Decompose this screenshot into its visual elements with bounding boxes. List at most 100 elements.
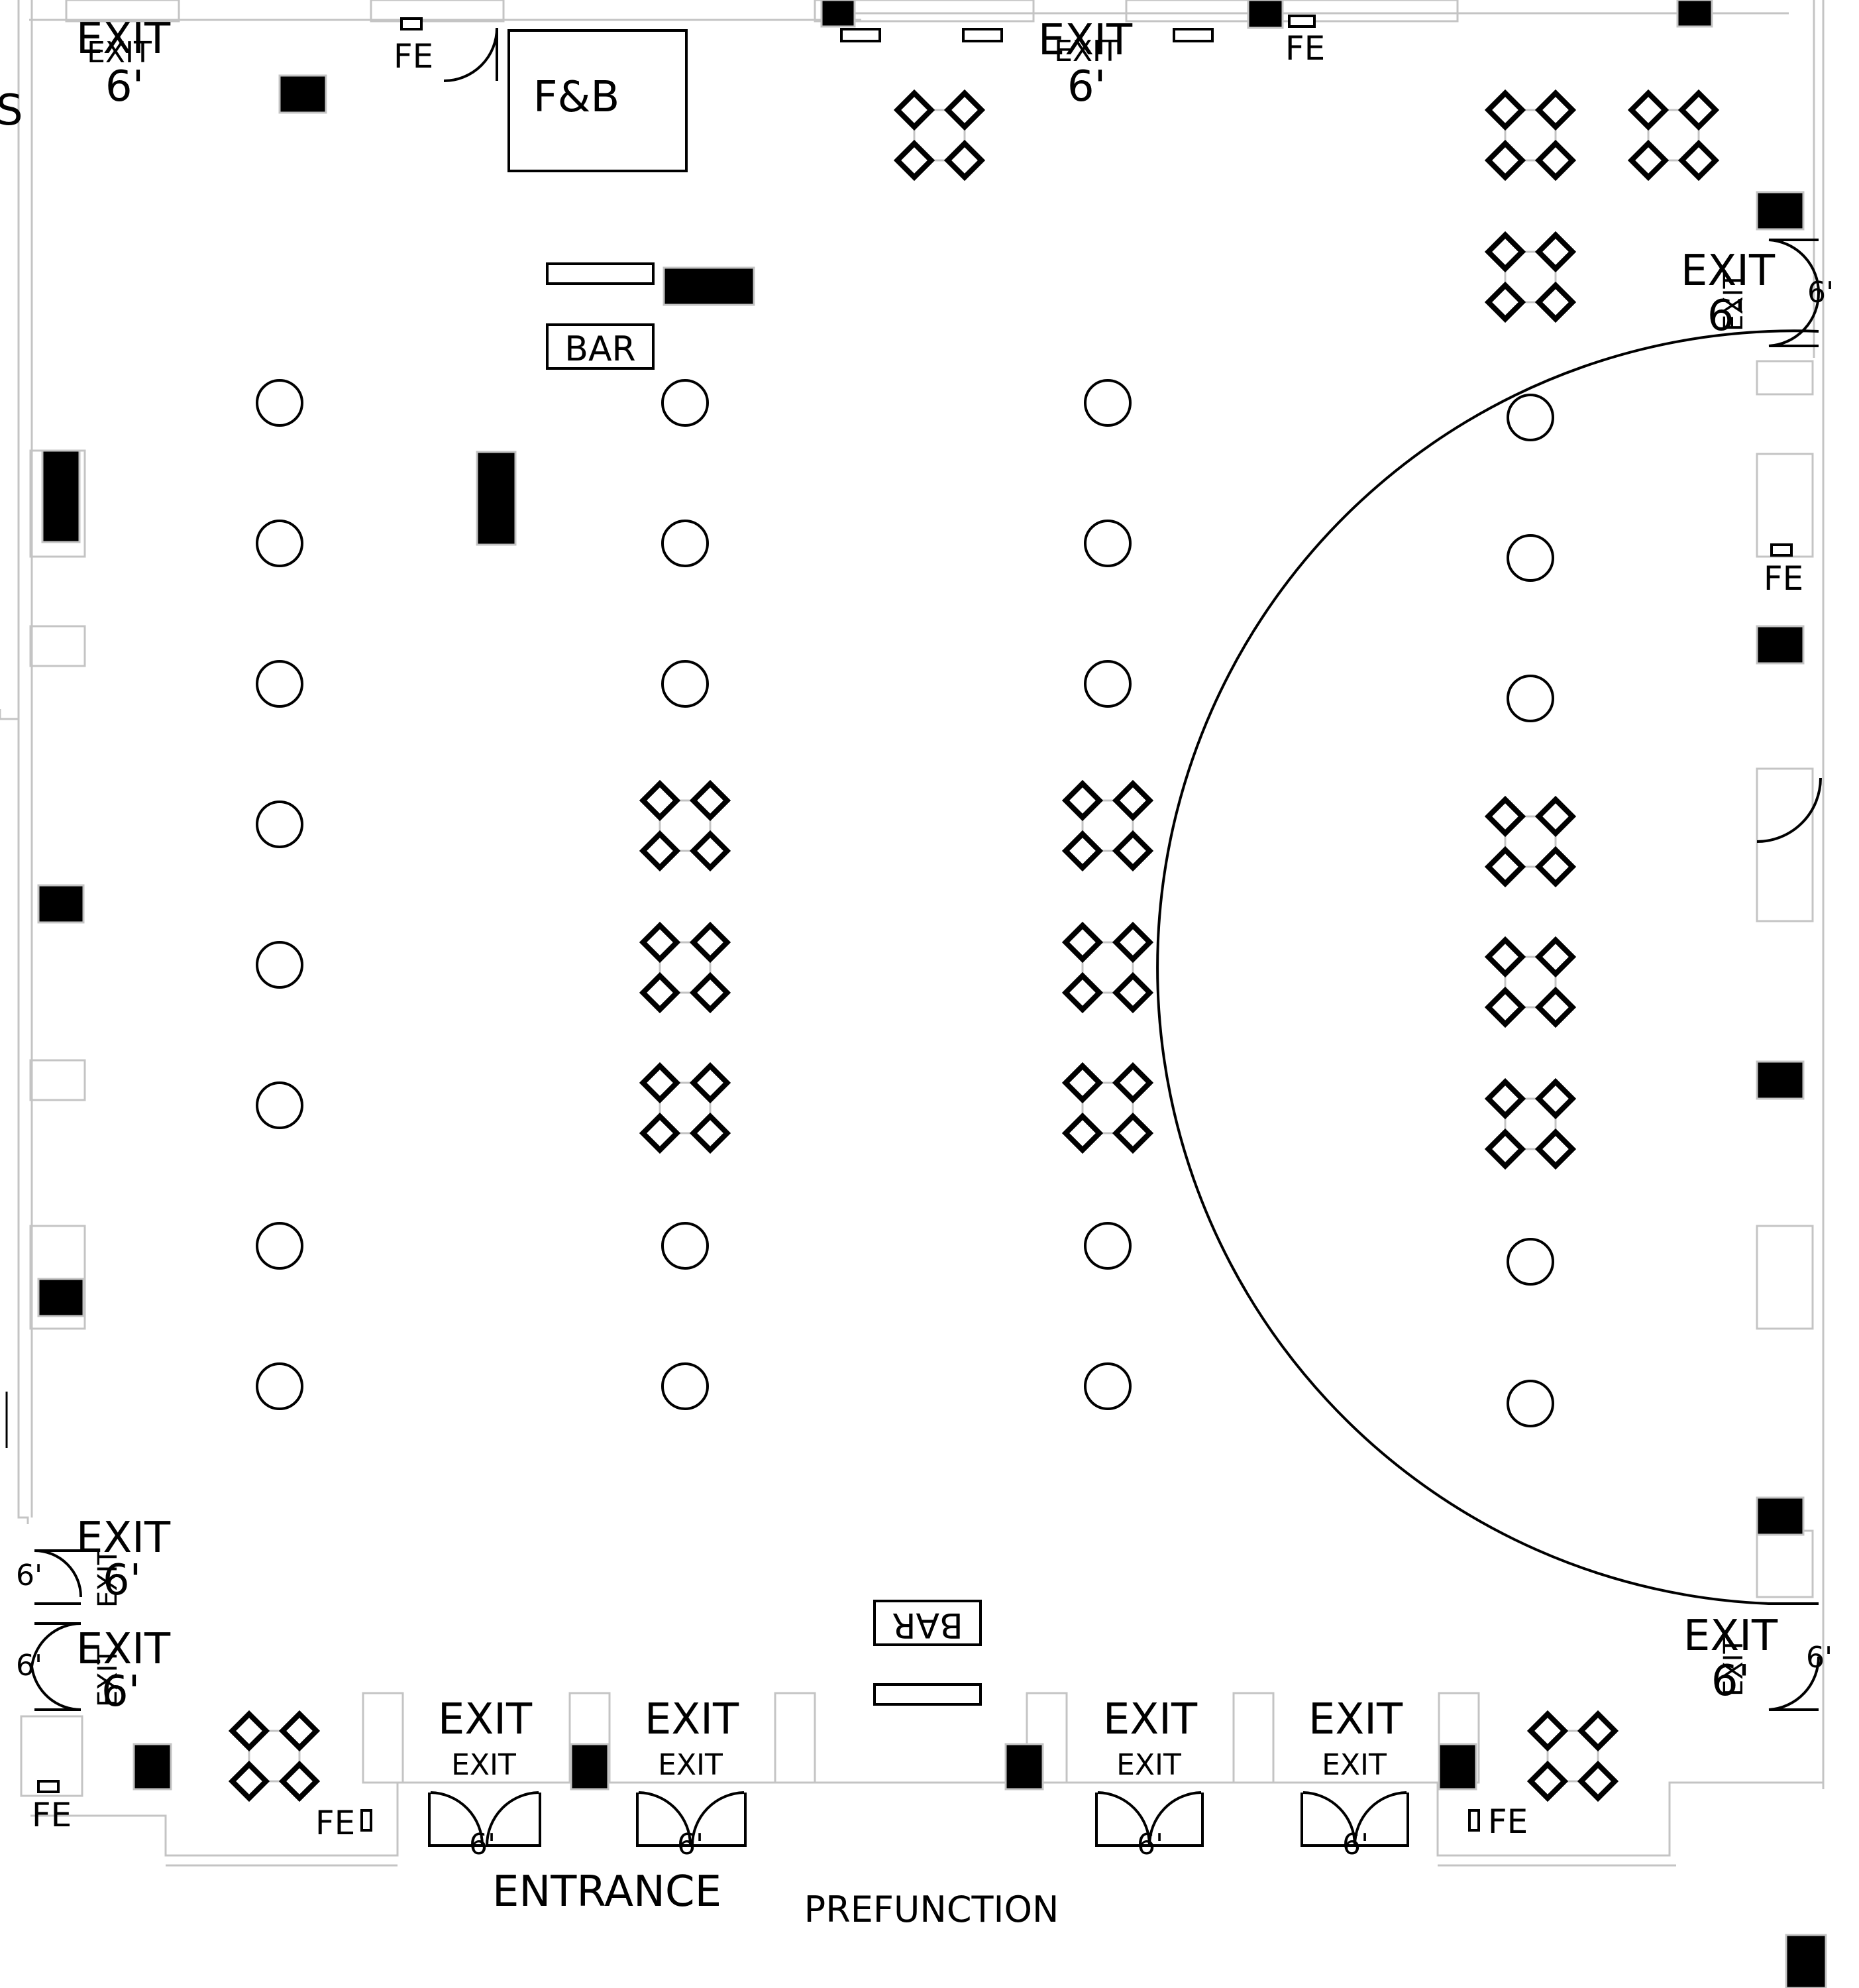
bar-bottom [873, 1600, 982, 1646]
door-width-label: 6' [16, 1649, 42, 1683]
cocktail-seat [1484, 936, 1526, 978]
round-table [256, 1081, 303, 1129]
pillar [1247, 0, 1284, 29]
round-table [661, 1222, 709, 1270]
pillar [41, 449, 81, 543]
counter [1173, 28, 1214, 42]
cocktail-seat [1112, 1112, 1154, 1154]
fe-label: FE [1488, 1802, 1528, 1841]
exit-label: EXIT [1681, 247, 1776, 296]
cocktail-cluster [1061, 779, 1154, 872]
pillar [1676, 0, 1713, 28]
pillar [133, 1743, 172, 1791]
room-walls [0, 0, 1825, 1867]
round-table [1507, 675, 1554, 722]
edge-text-fragment: S [0, 86, 23, 135]
cocktail-cluster [1484, 231, 1577, 323]
cocktail-cluster [1484, 795, 1577, 888]
cocktail-cluster [639, 921, 731, 1014]
cocktail-seat [689, 830, 731, 872]
round-table [256, 1362, 303, 1410]
exit-label: EXIT [1103, 1695, 1198, 1744]
round-table [256, 941, 303, 989]
cocktail-seat [1112, 830, 1154, 872]
fb-label: F&B [533, 73, 620, 122]
cocktail-seat [639, 1062, 681, 1104]
round-table [256, 379, 303, 427]
round-table [661, 660, 709, 708]
cocktail-seat [228, 1710, 270, 1752]
cocktail-seat [1534, 986, 1577, 1028]
exit-label-vertical: EXIT [93, 1648, 123, 1707]
exit-label: EXIT [76, 1625, 171, 1674]
cocktail-seat [689, 921, 731, 964]
exit-label-small: EXIT [1116, 1748, 1181, 1782]
pillar [1756, 1496, 1805, 1536]
cocktail-seat [1484, 986, 1526, 1028]
door-swing [1756, 777, 1822, 843]
fe-label: FE [1764, 559, 1803, 598]
cocktail-cluster [1061, 1062, 1154, 1154]
cocktail-seat [689, 1112, 731, 1154]
cocktail-seat [1677, 89, 1720, 131]
counter [840, 28, 881, 42]
exit-label-vertical: EXIT [1719, 272, 1749, 331]
counter [962, 28, 1003, 42]
cocktail-seat [278, 1710, 321, 1752]
round-tables [256, 379, 1554, 1427]
exit-label-small: EXIT [451, 1748, 516, 1782]
cocktail-seat [1061, 921, 1104, 964]
pillar [37, 884, 85, 924]
cocktail-seat [1484, 231, 1526, 273]
cocktail-seat [1112, 1062, 1154, 1104]
exit-label-small: EXIT [87, 36, 152, 70]
round-table [1084, 1222, 1132, 1270]
cocktail-seat [1061, 1112, 1104, 1154]
exit-label: EXIT [76, 1514, 171, 1563]
bar-top [546, 323, 655, 370]
bar-label-bottom: BAR [892, 1605, 963, 1645]
exit-door-entrance-1 [428, 1791, 541, 1847]
round-table [1084, 660, 1132, 708]
cocktail-seat [278, 1760, 321, 1802]
exit-door-4 [1301, 1791, 1409, 1847]
pillar [37, 1278, 85, 1317]
cocktail-cluster [1526, 1710, 1619, 1802]
exit-label-small: EXIT [1322, 1748, 1387, 1782]
cocktail-seat [639, 830, 681, 872]
pillar [820, 0, 856, 28]
cocktail-cluster [1484, 1077, 1577, 1170]
fe-label: FE [315, 1804, 355, 1842]
cocktail-seat [1061, 971, 1104, 1014]
exit-label-vertical: EXIT [1719, 1637, 1749, 1696]
doors [30, 27, 1822, 1847]
cocktail-seat [1534, 1128, 1577, 1170]
exit-door-left-2 [30, 1622, 81, 1711]
cocktail-seat [639, 971, 681, 1014]
cocktail-seat [1534, 795, 1577, 838]
cocktail-seat [893, 89, 935, 131]
round-table [1084, 1362, 1132, 1410]
cocktail-cluster [639, 1062, 731, 1154]
cocktail-seat [1112, 971, 1154, 1014]
round-table [256, 801, 303, 848]
cocktail-seat [639, 1112, 681, 1154]
pillar [1004, 1743, 1044, 1791]
cocktail-seat [1534, 846, 1577, 888]
cocktail-seat [943, 139, 986, 182]
round-table [661, 520, 709, 567]
round-table [1507, 1380, 1554, 1427]
cocktail-seat [1534, 89, 1577, 131]
cocktail-seat [1112, 921, 1154, 964]
pillar [1785, 1934, 1827, 1988]
cocktail-seat [1484, 281, 1526, 323]
cocktail-seat [689, 971, 731, 1014]
cocktail-cluster [893, 89, 986, 182]
cocktail-seat [1484, 846, 1526, 888]
cocktail-seat [689, 779, 731, 822]
door-width-label: 6' [105, 62, 144, 111]
cocktail-seat [1534, 139, 1577, 182]
exit-label: EXIT [1038, 16, 1133, 65]
door-width-label: 6' [1707, 292, 1746, 341]
